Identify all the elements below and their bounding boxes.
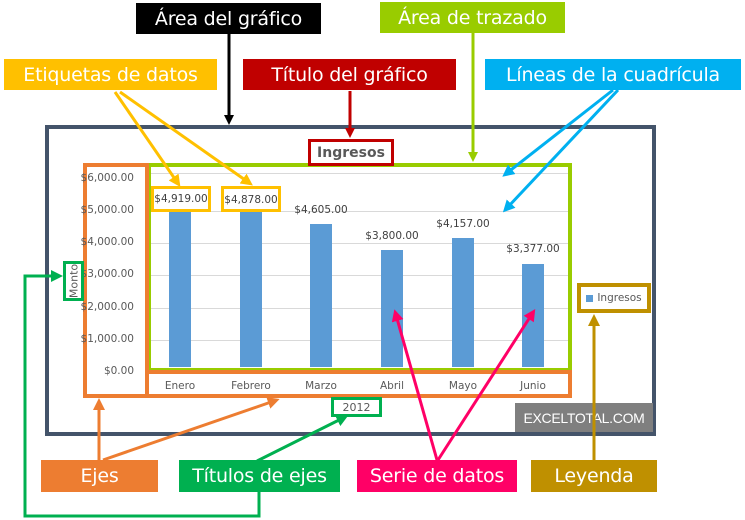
vertical-axis xyxy=(83,163,149,398)
callout-plot-area: Área de trazado xyxy=(380,2,565,33)
x-tick-label: Abril xyxy=(380,380,404,392)
data-label: $3,800.00 xyxy=(365,230,419,242)
data-label: $4,878.00 xyxy=(224,194,278,206)
gridline xyxy=(151,275,568,276)
x-tick-label: Febrero xyxy=(231,380,271,392)
bar-marzo xyxy=(310,224,332,367)
y-axis-title: Monto xyxy=(63,261,84,301)
x-tick-label: Junio xyxy=(520,380,546,392)
x-axis-title: 2012 xyxy=(331,397,382,417)
legend: Ingresos xyxy=(577,283,651,313)
callout-chart-title: Título del gráfico xyxy=(243,59,456,90)
y-tick-label: $3,000.00 xyxy=(80,268,134,280)
y-tick-label: $0.00 xyxy=(103,365,134,377)
gridline xyxy=(151,173,568,174)
gridline xyxy=(151,243,568,244)
y-tick-label: $5,000.00 xyxy=(80,204,134,216)
data-label: $4,157.00 xyxy=(436,218,490,230)
data-label: $4,605.00 xyxy=(294,204,348,216)
y-tick-label: $6,000.00 xyxy=(80,172,134,184)
data-label-highlight xyxy=(221,186,281,212)
y-tick-label: $1,000.00 xyxy=(80,333,134,345)
callout-legend: Leyenda xyxy=(531,460,657,492)
data-label-highlight xyxy=(151,186,211,212)
legend-swatch-icon xyxy=(586,294,594,302)
data-label: $4,919.00 xyxy=(154,193,208,205)
callout-chart-area: Área del gráfico xyxy=(136,3,321,34)
callout-data-labels: Etiquetas de datos xyxy=(4,59,217,90)
legend-label: Ingresos xyxy=(597,292,642,304)
chart-title: Ingresos xyxy=(308,139,394,166)
data-label: $3,377.00 xyxy=(506,243,560,255)
watermark: EXCELTOTAL.COM xyxy=(515,403,653,432)
callout-gridlines: Líneas de la cuadrícula xyxy=(485,59,741,90)
callout-data-series: Serie de datos xyxy=(357,460,517,492)
y-axis-title-text: Monto xyxy=(67,263,80,299)
y-tick-label: $4,000.00 xyxy=(80,236,134,248)
x-tick-label: Mayo xyxy=(448,380,478,392)
y-tick-label: $2,000.00 xyxy=(80,301,134,313)
x-tick-label: Marzo xyxy=(305,380,337,392)
callout-axes: Ejes xyxy=(41,460,158,492)
callout-axis-titles: Títulos de ejes xyxy=(179,460,340,492)
gridline xyxy=(151,211,568,212)
gridline xyxy=(151,308,568,309)
x-tick-label: Enero xyxy=(164,380,196,392)
gridline xyxy=(151,340,568,341)
